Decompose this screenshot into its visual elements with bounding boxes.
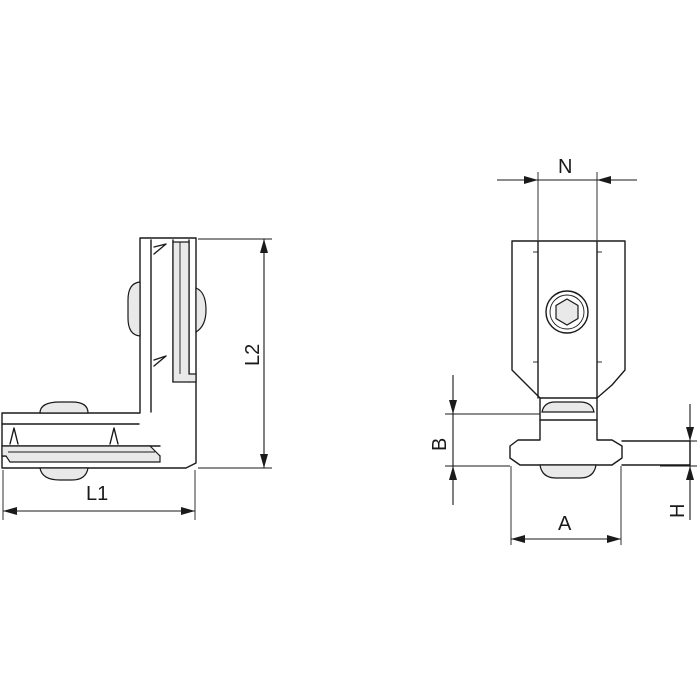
horizontal-slot-nut — [1, 445, 161, 463]
screw-head-outer — [545, 290, 589, 334]
h-arrow-bottom — [686, 466, 694, 480]
vertical-screw-head — [127, 281, 141, 337]
b-arrow-bottom — [449, 466, 457, 480]
horizontal-spike-left — [9, 427, 19, 445]
b-label: B — [429, 438, 451, 451]
a-arrow-left — [511, 535, 525, 543]
bracket-outline — [1, 237, 197, 469]
hex-socket-icon — [555, 298, 579, 326]
l1-arrow-right — [181, 507, 195, 515]
n-arrow-right — [597, 176, 611, 184]
t-nut-bottom-screw — [539, 464, 597, 479]
a-label: A — [558, 513, 572, 535]
l2-arrow-top — [260, 239, 268, 253]
l2-label: L2 — [242, 344, 264, 366]
b-arrow-top — [449, 400, 457, 414]
l1-label: L1 — [86, 483, 108, 505]
screw-head-inner — [549, 294, 585, 330]
h-arrow-top — [686, 427, 694, 441]
front-view: N A B H — [429, 156, 697, 545]
t-nut-body — [509, 419, 623, 466]
vertical-screw-head-back — [195, 287, 207, 334]
l1-arrow-left — [3, 507, 17, 515]
vertical-slot-nut — [172, 241, 197, 383]
vertical-spike-top — [153, 243, 167, 255]
a-arrow-right — [607, 535, 621, 543]
n-arrow-left — [524, 176, 538, 184]
n-label: N — [558, 156, 572, 178]
screw-neck — [541, 401, 595, 413]
side-view: L1 L2 — [1, 237, 272, 520]
horizontal-screw-head — [39, 401, 89, 414]
base-plate — [621, 440, 691, 466]
l2-arrow-bottom — [260, 454, 268, 468]
horizontal-screw-head-bottom — [39, 467, 89, 481]
h-label: H — [667, 504, 689, 518]
vertical-spike-bottom — [153, 355, 167, 367]
horizontal-spike-right — [109, 427, 119, 445]
